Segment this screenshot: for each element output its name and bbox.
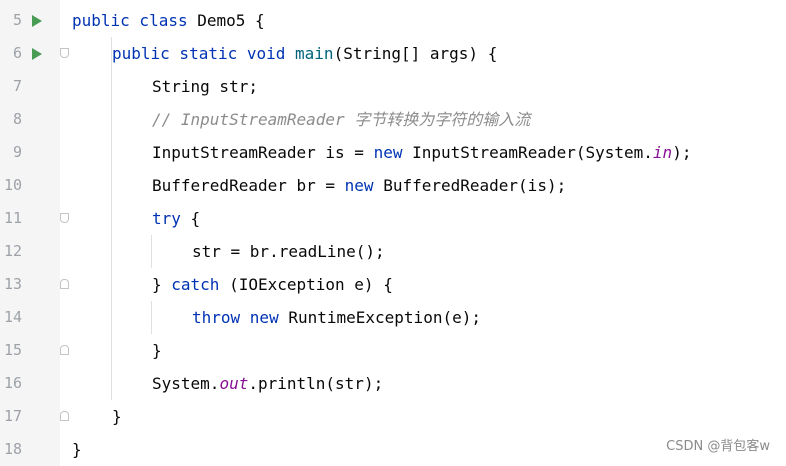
line-number[interactable]: 18 (3, 440, 22, 458)
editor-gutter (0, 0, 60, 466)
line-number[interactable]: 7 (12, 77, 22, 95)
br-decl-line: BufferedReader br = new BufferedReader(i… (152, 169, 566, 202)
line-number[interactable]: 16 (3, 374, 22, 392)
run-icon[interactable] (32, 48, 42, 60)
code-line-8[interactable]: 8 // InputStreamReader 字节转换为字符的输入流 (0, 103, 786, 136)
throw-line: throw new RuntimeException(e); (192, 301, 481, 334)
code-token: new (344, 176, 384, 195)
code-area[interactable] (60, 0, 786, 466)
code-line-17[interactable]: 17} (0, 400, 786, 433)
code-token: .println(str); (248, 374, 384, 393)
code-token: } (152, 275, 172, 294)
main-signature-line: public static void main(String[] args) { (112, 37, 497, 70)
code-line-11[interactable]: 11 try { (0, 202, 786, 235)
code-token: (String[] args) { (333, 44, 498, 63)
code-token: public class (72, 11, 198, 30)
code-line-15[interactable]: 15} (0, 334, 786, 367)
code-token: str = br.readLine(); (192, 242, 385, 261)
line-number[interactable]: 15 (3, 341, 22, 359)
code-line-14[interactable]: 14 throw new RuntimeException(e); (0, 301, 786, 334)
line-number[interactable]: 11 (3, 209, 22, 227)
line-number[interactable]: 17 (3, 407, 22, 425)
fold-marker-icon[interactable] (60, 345, 69, 355)
line-number[interactable]: 14 (3, 308, 22, 326)
code-line-6[interactable]: 6 public static void main(String[] args) … (0, 37, 786, 70)
code-token: BufferedReader(is); (383, 176, 567, 195)
code-line-18[interactable]: 18} (0, 433, 786, 466)
indent-guide (151, 301, 152, 334)
line-number[interactable]: 9 (12, 143, 22, 161)
readline-line: str = br.readLine(); (192, 235, 385, 268)
code-token: public static void (112, 44, 296, 63)
string-decl-line: String str; (152, 70, 258, 103)
code-line-10[interactable]: 10 BufferedReader br = new BufferedReader… (0, 169, 786, 202)
code-line-12[interactable]: 12 str = br.readLine(); (0, 235, 786, 268)
fold-marker-icon[interactable] (60, 48, 69, 58)
code-token: in (652, 143, 673, 162)
fold-marker-icon[interactable] (60, 411, 69, 421)
line-number[interactable]: 13 (3, 275, 22, 293)
isr-decl-line: InputStreamReader is = new InputStreamRe… (152, 136, 691, 169)
code-line-13[interactable]: 13} catch (IOException e) { (0, 268, 786, 301)
public-class-line: public class Demo5 { (72, 4, 265, 37)
code-token: String str; (152, 77, 258, 96)
code-line-16[interactable]: 16 System.out.println(str); (0, 367, 786, 400)
fold-marker-icon[interactable] (60, 279, 69, 289)
run-icon[interactable] (32, 15, 42, 27)
code-token: out (219, 374, 249, 393)
line-number[interactable]: 12 (3, 242, 22, 260)
code-token: } (72, 440, 82, 459)
code-token: InputStreamReader(System. (412, 143, 653, 162)
code-token: InputStreamReader is = (152, 143, 374, 162)
line-number[interactable]: 10 (3, 176, 22, 194)
watermark: CSDN @背包客w (666, 439, 770, 454)
close-brace-line: } (152, 334, 162, 367)
indent-guide (151, 235, 152, 268)
println-line: System.out.println(str); (152, 367, 383, 400)
code-line-9[interactable]: 9 InputStreamReader is = new InputStreamR… (0, 136, 786, 169)
indent-guide (111, 37, 112, 400)
code-token: Demo5 { (197, 11, 265, 30)
close-main-line: } (112, 400, 122, 433)
code-token: (IOException e) { (229, 275, 393, 294)
catch-line: } catch (IOException e) { (152, 268, 393, 301)
line-number[interactable]: 6 (12, 44, 22, 62)
try-line: try { (152, 202, 200, 235)
code-token: catch (171, 275, 230, 294)
code-token: main (295, 44, 334, 63)
fold-marker-icon[interactable] (60, 213, 69, 223)
code-token: throw new (192, 308, 289, 327)
code-token: } (112, 407, 122, 426)
code-token: ); (672, 143, 692, 162)
comment-line: // InputStreamReader 字节转换为字符的输入流 (152, 103, 530, 136)
code-token: BufferedReader br = (152, 176, 345, 195)
code-token: System. (152, 374, 220, 393)
code-line-5[interactable]: 5 public class Demo5 { (0, 4, 786, 37)
code-token: { (190, 209, 201, 228)
close-class-line: } (72, 433, 82, 466)
code-token: } (152, 341, 162, 360)
line-number[interactable]: 8 (12, 110, 22, 128)
code-token: RuntimeException(e); (288, 308, 481, 327)
line-number[interactable]: 5 (12, 11, 22, 29)
code-token: try (152, 209, 191, 228)
code-token: // InputStreamReader 字节转换为字符的输入流 (152, 110, 531, 129)
code-line-7[interactable]: 7 String str; (0, 70, 786, 103)
code-token: new (373, 143, 413, 162)
